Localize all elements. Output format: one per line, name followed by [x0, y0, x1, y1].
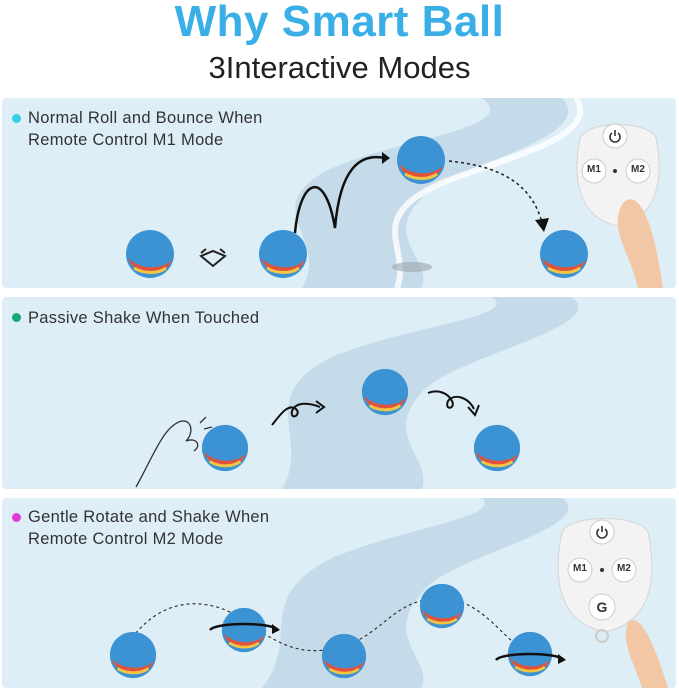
ball-icon [221, 607, 267, 653]
mode-panel-1: Normal Roll and Bounce When Remote Contr… [2, 98, 676, 288]
power-icon [596, 526, 608, 539]
rotation-arrow-icon [199, 248, 227, 268]
loop-arrow-icon [271, 400, 326, 426]
m2-button: M2 [617, 563, 631, 574]
rotation-arrow-icon [495, 652, 566, 664]
mode3-label-line2: Remote Control M2 Mode [28, 530, 224, 548]
road-background [295, 98, 584, 288]
bounce-arrow-icon [293, 152, 390, 234]
remote-control: M1 M2 [568, 118, 668, 288]
rotation-arrow-icon [209, 622, 280, 634]
mode3-label-line1: Gentle Rotate and Shake When [28, 508, 270, 526]
dashed-path [131, 597, 523, 652]
ball-icon [321, 633, 367, 679]
g-button: G [596, 599, 608, 615]
road-background [282, 297, 579, 489]
ball-icon [126, 230, 174, 278]
ball-icon [473, 424, 521, 472]
ball-icon [109, 631, 157, 679]
mode1-label-line1: Normal Roll and Bounce When [28, 109, 263, 127]
m1-button: M1 [587, 164, 601, 175]
ball-icon [540, 230, 588, 278]
m1-button: M1 [573, 563, 587, 574]
mode-panel-3: Gentle Rotate and Shake When Remote Cont… [2, 498, 676, 688]
mode-panel-2: Passive Shake When Touched [2, 297, 676, 489]
mode1-label-line2: Remote Control M1 Mode [28, 131, 224, 149]
ball-icon [201, 424, 249, 472]
ball-icon [361, 368, 409, 416]
dashed-arrow-icon [448, 160, 549, 232]
page-title: Why Smart Ball [174, 0, 505, 46]
power-icon [609, 130, 621, 143]
shadow [392, 262, 432, 272]
hand-icon [135, 416, 213, 488]
mode2-dot [12, 313, 21, 322]
m2-button: M2 [631, 164, 645, 175]
ball-icon [259, 230, 307, 278]
ball-icon [397, 136, 445, 184]
mode3-dot [12, 513, 21, 522]
remote-body [557, 518, 668, 688]
page-subtitle: 3Interactive Modes [208, 50, 471, 85]
remote-body [576, 123, 663, 288]
loop-arrow-icon [427, 390, 480, 417]
ball-icon [419, 583, 465, 629]
remote-control: M1 M2 G [550, 512, 676, 688]
mode1-dot [12, 114, 21, 123]
mode2-label-line1: Passive Shake When Touched [28, 309, 260, 327]
